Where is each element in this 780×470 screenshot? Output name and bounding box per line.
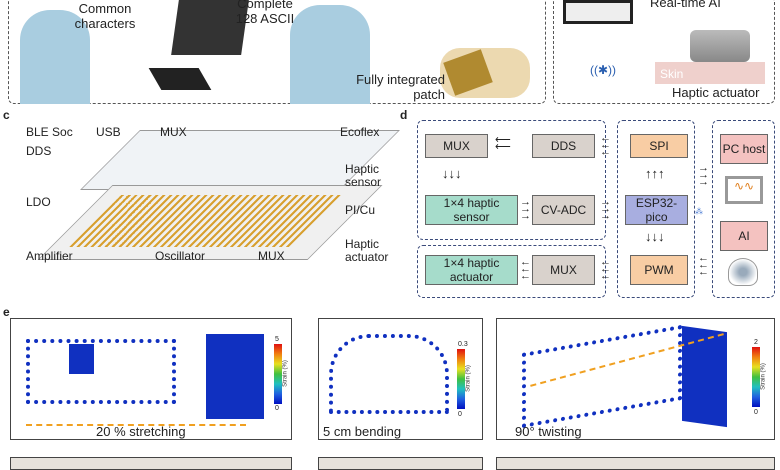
- twist-photo: [496, 457, 775, 470]
- strain-axis-label: Strain (%): [282, 360, 289, 387]
- usb-label: USB: [96, 125, 121, 139]
- colorbar-min: 0: [275, 405, 279, 412]
- sensing-group: [417, 120, 606, 240]
- actuator-pad: [206, 334, 264, 419]
- monitor-waveform-icon: ∿∿: [725, 176, 763, 204]
- cv-adc-block: CV-ADC: [532, 195, 595, 225]
- ldo-label: LDO: [26, 195, 51, 209]
- stretching-caption: 20 % stretching: [96, 424, 186, 439]
- strain-axis-label: Strain (%): [760, 363, 767, 390]
- haptic-sensor-label: Haptic sensor: [345, 162, 382, 189]
- colorbar-max: 5: [275, 336, 279, 343]
- twisting-caption: 90° twisting: [515, 424, 582, 439]
- twisted-circuit: [522, 324, 682, 429]
- fully-integrated-patch-label: Fully integrated patch: [356, 72, 445, 102]
- dds-label: DDS: [26, 144, 52, 158]
- pi-cu-label: PI/Cu: [345, 203, 376, 217]
- twisted-actuator-pad: [682, 325, 727, 428]
- strain-colorbar: [457, 349, 465, 409]
- bluetooth-icon: ((✱)): [590, 63, 617, 77]
- arrows-dds-to-mux: ⟵⟵: [495, 134, 511, 153]
- mux-block: MUX: [425, 134, 488, 158]
- arrows-esp-to-spi: ↑↑↑: [645, 166, 665, 181]
- bend-photo: [318, 457, 483, 470]
- twisting-simulation: 2 0 Strain (%) 90° twisting: [496, 318, 775, 440]
- bent-circuit: [329, 334, 449, 414]
- colorbar-max: 0.3: [458, 341, 468, 348]
- pwm-block: PWM: [630, 255, 688, 285]
- arrows-mux-to-sensor: ↓↓↓: [442, 166, 462, 181]
- pad: [69, 344, 94, 374]
- arrows-sensor-to-adc: →→→: [520, 196, 531, 222]
- colorbar-min: 0: [458, 411, 462, 418]
- person-illustration-2: [290, 5, 370, 104]
- ble-soc-label: BLE Soc: [26, 125, 73, 139]
- amplifier-label: Amplifier: [26, 249, 73, 263]
- common-characters-label: Common characters: [74, 1, 136, 31]
- bluetooth-link-icon: ⁂: [695, 207, 703, 216]
- stretch-photo: [10, 457, 292, 470]
- arrows-adc-to-esp: →→→: [600, 196, 611, 222]
- stretching-simulation: 5 0 Strain (%) 20 % stretching: [10, 318, 292, 440]
- esp32-block: ESP32-pico: [625, 195, 688, 225]
- actuation-group: [417, 245, 606, 298]
- spi-block: SPI: [630, 134, 688, 158]
- stretch-arrow: [26, 424, 246, 426]
- haptic-sensor-block: 1×4 haptic sensor: [425, 195, 518, 225]
- arrows-mux-to-actuator: ←←←: [520, 256, 531, 282]
- person-illustration: [20, 10, 90, 104]
- colorbar-max: 2: [754, 339, 758, 346]
- bending-simulation: 0.3 0 Strain (%) 5 cm bending: [318, 318, 483, 440]
- complete-ascii-label: Complete 128 ASCII: [235, 0, 295, 26]
- arrows-esp-to-pc: →→→: [698, 162, 709, 188]
- serpentine-circuit: [26, 339, 176, 404]
- pc-monitor-icon: [563, 0, 633, 24]
- haptic-actuator-label: Haptic actuator: [672, 85, 760, 100]
- strain-colorbar: [752, 347, 760, 407]
- mux-label-top: MUX: [160, 125, 187, 139]
- skin-illustration: [655, 62, 765, 84]
- brain-icon: [728, 258, 758, 286]
- real-time-ai-label: Real-time AI: [650, 0, 721, 10]
- mux-label-bottom: MUX: [258, 249, 285, 263]
- host-group: [712, 120, 775, 298]
- mcu-group: [617, 120, 695, 298]
- arrows-spi-to-dds: ←←←: [600, 132, 611, 158]
- dds-block: DDS: [532, 134, 595, 158]
- haptic-actuator-illustration: [690, 30, 750, 62]
- haptic-actuator-block: 1×4 haptic actuator: [425, 255, 518, 285]
- mux-actuator-block: MUX: [532, 255, 595, 285]
- ecoflex-label: Ecoflex: [340, 125, 380, 139]
- panel-ai-frame: [553, 0, 775, 104]
- arrows-pwm-to-mux: ←←←: [600, 256, 611, 282]
- panel-c-label: c: [3, 108, 10, 122]
- panel-e-label: e: [3, 305, 10, 319]
- haptic-actuator-label-c: Haptic actuator: [345, 237, 389, 264]
- arrows-esp-to-pwm: ↓↓↓: [645, 229, 665, 244]
- strain-colorbar: [274, 344, 282, 404]
- strain-axis-label: Strain (%): [465, 365, 472, 392]
- oscillator-label: Oscillator: [155, 249, 206, 263]
- arrows-ai-to-pwm: ←←←: [698, 252, 709, 278]
- panel-a-b-frame: [8, 0, 546, 104]
- pc-host-block: PC host: [720, 134, 768, 164]
- bending-caption: 5 cm bending: [323, 424, 402, 439]
- colorbar-min: 0: [754, 409, 758, 416]
- panel-d-label: d: [400, 108, 408, 122]
- ai-block: AI: [720, 221, 768, 251]
- skin-label: Skin: [660, 67, 684, 81]
